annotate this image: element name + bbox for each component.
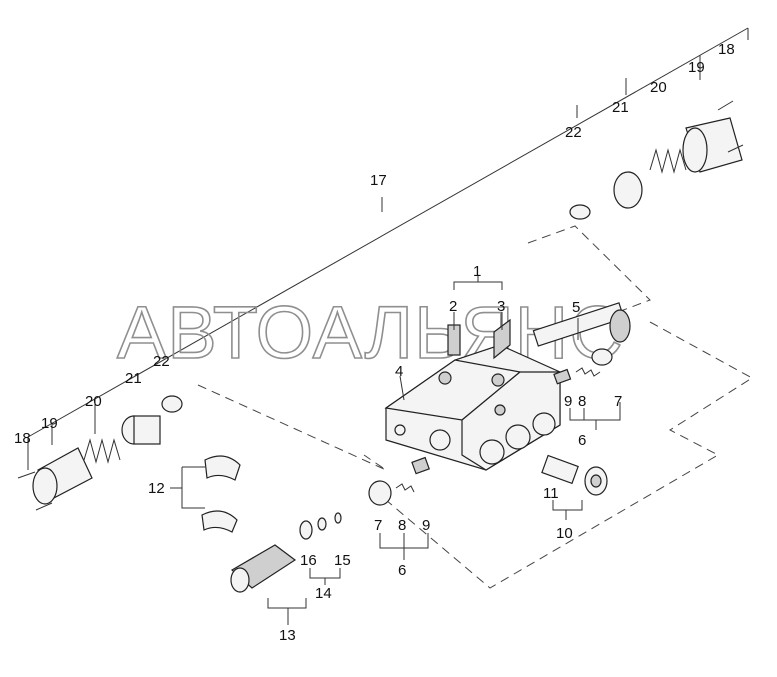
group-17-leader	[27, 27, 749, 470]
callout-7-left: 7	[374, 517, 382, 534]
callout-8-left: 8	[398, 517, 406, 534]
callout-1: 1	[473, 263, 481, 280]
callout-2: 2	[449, 298, 457, 315]
callout-10: 10	[556, 525, 573, 542]
callout-9-right: 9	[564, 393, 572, 410]
callout-22-left: 22	[153, 353, 170, 370]
spool-5	[532, 302, 631, 366]
callout-4: 4	[395, 363, 403, 380]
valve-body	[384, 344, 561, 471]
callout-21-right: 21	[612, 99, 629, 116]
right-end-cap	[569, 100, 744, 220]
callout-3: 3	[497, 298, 505, 315]
callout-12: 12	[148, 480, 165, 497]
callout-17: 17	[370, 172, 387, 189]
right-check-parts	[553, 367, 601, 385]
clips-12	[201, 455, 241, 533]
plug-10-11	[541, 454, 608, 496]
callout-18-left: 18	[14, 430, 31, 447]
callout-19-left: 19	[41, 415, 58, 432]
callout-20-right: 20	[650, 79, 667, 96]
callout-11: 11	[543, 485, 559, 502]
callout-22-right: 22	[565, 124, 582, 141]
callout-13: 13	[279, 627, 296, 644]
callout-16: 16	[300, 552, 317, 569]
callout-21-left: 21	[125, 370, 142, 387]
left-end-cap	[17, 395, 183, 511]
callout-6-left: 6	[398, 562, 406, 579]
callout-15: 15	[334, 552, 351, 569]
left-check-parts	[368, 456, 430, 506]
callout-19-right: 19	[688, 59, 705, 76]
callout-14: 14	[315, 585, 332, 602]
callout-6-right: 6	[578, 432, 586, 449]
callout-7-right: 7	[614, 393, 622, 410]
part-2-3-studs	[447, 318, 511, 360]
callout-8-right: 8	[578, 393, 586, 410]
bracket-leaders	[170, 276, 621, 625]
callout-5: 5	[572, 299, 580, 316]
callout-18-right: 18	[718, 41, 735, 58]
callout-9-left: 9	[422, 517, 430, 534]
actuator-13	[230, 512, 342, 593]
callout-labels: 1 2 3 4 5 6 6 7 7 8 8 9 9 10 11 12 13 14…	[14, 41, 735, 644]
callout-20-left: 20	[85, 393, 102, 410]
